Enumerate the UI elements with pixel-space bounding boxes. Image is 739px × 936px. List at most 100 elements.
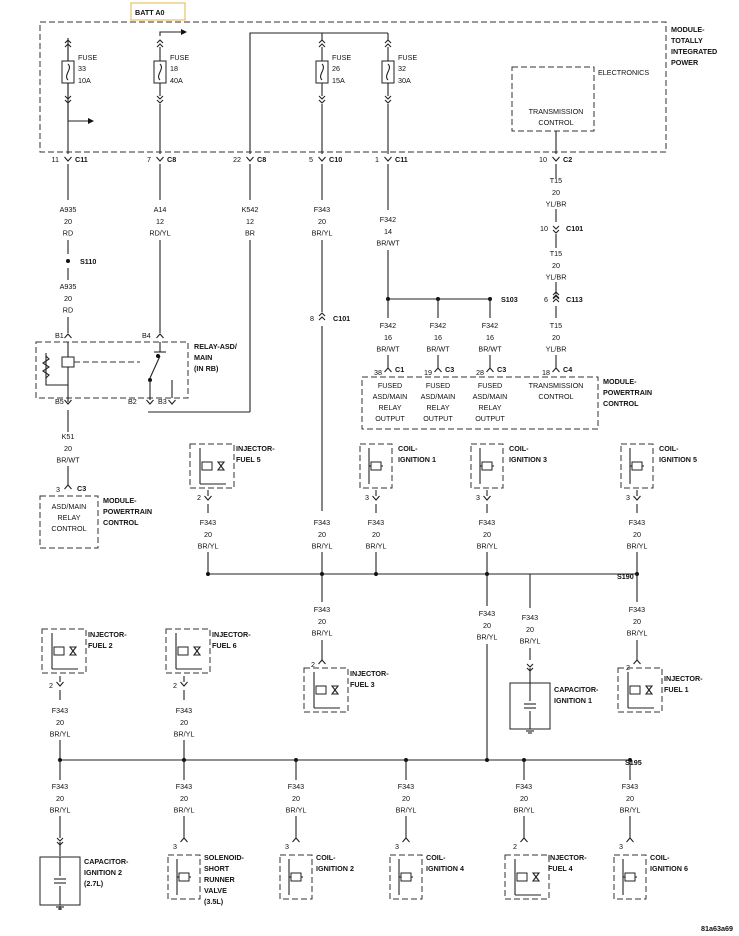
connector-name: C3 bbox=[445, 365, 454, 374]
wire-label: A935 bbox=[60, 282, 77, 291]
solenoid-short-runner-valve-label: SOLENOID- bbox=[204, 853, 245, 862]
wire-label: F343 bbox=[479, 518, 495, 527]
injector-valve bbox=[330, 685, 340, 695]
pcm-label: CONTROL bbox=[603, 399, 639, 408]
splice-label: S190 bbox=[617, 572, 634, 581]
pin-number: 2 bbox=[173, 681, 177, 690]
fuse-number: 32 bbox=[398, 64, 406, 73]
wire-label: BR/YL bbox=[174, 730, 195, 739]
asd-control-label: CONTROL bbox=[51, 524, 86, 533]
wire-label: 20 bbox=[64, 444, 72, 453]
wire-label: 20 bbox=[633, 530, 641, 539]
fuse-rating: 15A bbox=[332, 76, 345, 85]
coil-ignition-2 bbox=[279, 854, 313, 900]
fuse-number: 18 bbox=[170, 64, 178, 73]
connector-name: C1 bbox=[395, 365, 404, 374]
injector-fuel-2-label: FUEL 2 bbox=[88, 641, 113, 650]
connector-fork bbox=[318, 659, 326, 665]
wire-label: 20 bbox=[56, 794, 64, 803]
transmission-label: CONTROL bbox=[538, 118, 573, 127]
injector-fuel-4-label: INJECTOR- bbox=[548, 853, 587, 862]
wire-label: 20 bbox=[318, 530, 326, 539]
fuse-chevron bbox=[384, 99, 392, 104]
relay-coil bbox=[61, 356, 75, 368]
connector-name: C10 bbox=[329, 155, 342, 164]
injector-valve bbox=[531, 872, 541, 882]
connector-pin: 22 bbox=[233, 155, 241, 164]
fuse-chevron bbox=[318, 39, 326, 44]
wire-label: T15 bbox=[550, 249, 562, 258]
wire-label: 20 bbox=[64, 217, 72, 226]
connector-fork bbox=[156, 333, 164, 339]
wire-label: 20 bbox=[180, 794, 188, 803]
solenoid-short-runner-valve-label: VALVE bbox=[204, 886, 227, 895]
fuse-element bbox=[386, 63, 390, 81]
fuse-rating: 30A bbox=[398, 76, 411, 85]
fuse-chevron bbox=[318, 95, 326, 100]
connector-fork bbox=[633, 495, 641, 501]
wire-label: 12 bbox=[246, 217, 254, 226]
inline-connector: C101 bbox=[333, 314, 350, 323]
c101-chevron bbox=[552, 225, 560, 230]
pin-number: 2 bbox=[197, 493, 201, 502]
coil-ignition-6-label: IGNITION 6 bbox=[650, 864, 688, 873]
connector-fork bbox=[626, 837, 634, 843]
fuse-chevron bbox=[156, 43, 164, 48]
relay-resistor bbox=[42, 355, 50, 379]
coil-ignition-1 bbox=[359, 443, 393, 489]
wire-label: F343 bbox=[479, 609, 495, 618]
connector-pin: 7 bbox=[147, 155, 151, 164]
connector-pin: 1 bbox=[375, 155, 379, 164]
connector-fork bbox=[56, 681, 64, 687]
fuse-chevron bbox=[64, 99, 72, 104]
connector-fork bbox=[168, 399, 176, 405]
c101-chevron bbox=[318, 316, 326, 321]
batt-box bbox=[130, 2, 186, 21]
fuse-chevron bbox=[156, 99, 164, 104]
pin-b4: B4 bbox=[142, 331, 151, 340]
c113-chevron bbox=[552, 291, 560, 296]
pcm-module-box bbox=[361, 376, 599, 430]
wire-label: F342 bbox=[482, 321, 498, 330]
wire-label: BR/YL bbox=[477, 542, 498, 551]
injector-coil bbox=[201, 461, 213, 471]
connector-fork bbox=[434, 367, 442, 373]
tipm-module-box bbox=[39, 21, 667, 153]
coil-ignition-2-label: COIL- bbox=[316, 853, 336, 862]
connector-fork bbox=[520, 837, 528, 843]
c101-chevron bbox=[318, 312, 326, 317]
connector-name: C4 bbox=[563, 365, 572, 374]
c113-chevron bbox=[552, 295, 560, 300]
pcm-pin-label: ASD/MAIN bbox=[373, 392, 408, 401]
connector-fork bbox=[64, 156, 72, 162]
pin-number: 3 bbox=[365, 493, 369, 502]
wire-label: F343 bbox=[398, 782, 414, 791]
capacitor-ignition-1-label: CAPACITOR- bbox=[554, 685, 599, 694]
fuse-number: 26 bbox=[332, 64, 340, 73]
wire-label: 16 bbox=[434, 333, 442, 342]
splice-dot bbox=[206, 572, 210, 576]
wire-label: BR/YL bbox=[477, 633, 498, 642]
wire-label: F342 bbox=[380, 321, 396, 330]
c113-chevron bbox=[552, 294, 560, 299]
pin-number: 3 bbox=[476, 493, 480, 502]
wire-label: 20 bbox=[56, 718, 64, 727]
relay-label: RELAY-ASD/ bbox=[194, 342, 237, 351]
connector-name: C11 bbox=[75, 155, 88, 164]
wire-label: BR/WT bbox=[376, 345, 400, 354]
wire-label: 20 bbox=[318, 617, 326, 626]
fuse-rating: 40A bbox=[170, 76, 183, 85]
fuse-chevron bbox=[64, 95, 72, 100]
wire-label: T15 bbox=[550, 321, 562, 330]
inline-connector: C113 bbox=[566, 295, 583, 304]
wire-label: BR/YL bbox=[627, 542, 648, 551]
coil-ignition-4-label: IGNITION 4 bbox=[426, 864, 464, 873]
wire-label: 20 bbox=[552, 188, 560, 197]
connector-pin: 5 bbox=[309, 155, 313, 164]
capacitor-ignition-2-label: (2.7L) bbox=[84, 879, 104, 888]
wire-label: F343 bbox=[200, 518, 216, 527]
connector-fork bbox=[633, 659, 641, 665]
tipm-label: INTEGRATED bbox=[671, 47, 717, 56]
fuse-chevron bbox=[156, 95, 164, 100]
wire-label: BR/YL bbox=[312, 229, 333, 238]
